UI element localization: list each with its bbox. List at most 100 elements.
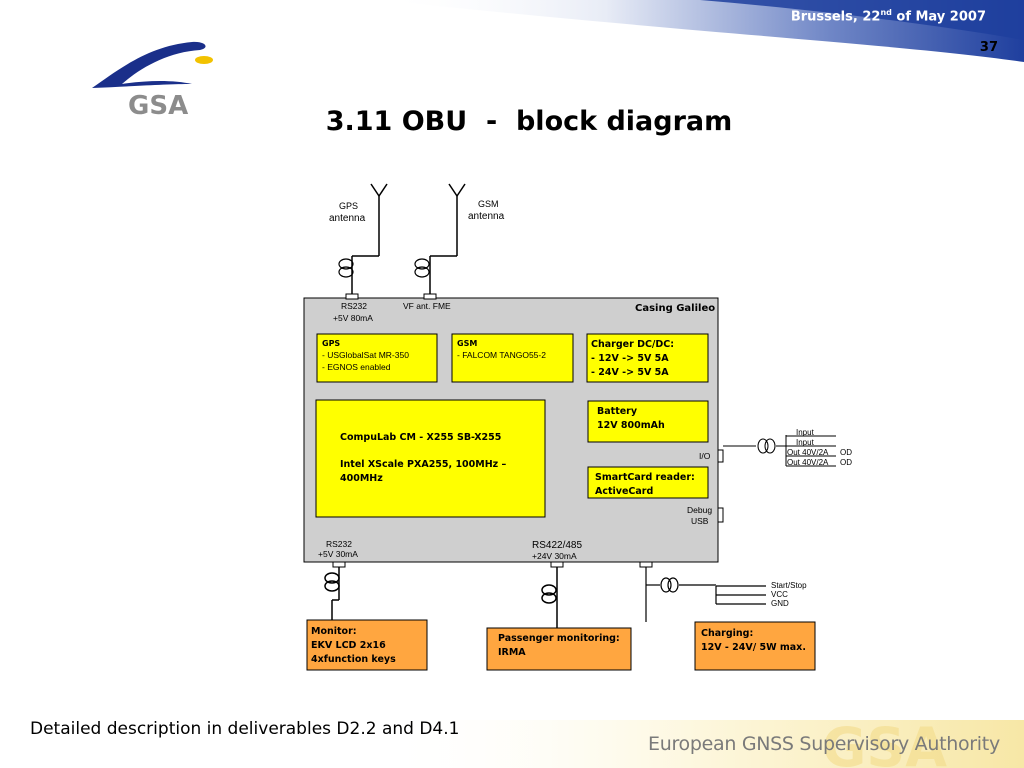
svg-text:Intel XScale PXA255, 100MHz –: Intel XScale PXA255, 100MHz – <box>340 459 507 470</box>
gps-ferrite-icon <box>338 258 354 278</box>
svg-text:CompuLab CM - X255 SB-X255: CompuLab CM - X255 SB-X255 <box>340 432 501 443</box>
power-connector-icon <box>639 561 653 568</box>
svg-text:GSM: GSM <box>457 339 477 348</box>
gps-box <box>316 333 438 383</box>
monitor-box-text: Monitor: EKV LCD 2x16 4xfunction keys <box>311 626 396 665</box>
svg-text:RS232: RS232 <box>341 301 367 311</box>
charging-wiring <box>645 567 766 622</box>
io-connector-icon <box>717 449 724 463</box>
svg-text:GSM: GSM <box>478 199 499 209</box>
svg-text:RS422/485: RS422/485 <box>532 540 582 551</box>
svg-text:Out 40V/2A: Out 40V/2A <box>787 448 829 457</box>
logo-dot-icon <box>195 56 213 64</box>
footer-organization: European GNSS Supervisory Authority <box>648 733 1000 755</box>
svg-text:GPS: GPS <box>322 339 340 348</box>
svg-text:SmartCard reader:: SmartCard reader: <box>595 472 695 483</box>
svg-text:Input: Input <box>796 438 815 447</box>
casing-title: Casing Galileo <box>635 303 715 314</box>
svg-text:RS232: RS232 <box>326 539 352 549</box>
cpu-box-text: CompuLab CM - X255 SB-X255 Intel XScale … <box>340 432 507 484</box>
svg-text:+5V 30mA: +5V 30mA <box>318 549 358 559</box>
cpu-box <box>315 399 546 518</box>
power-line-labels: Start/Stop VCC GND <box>771 581 807 608</box>
gsm-antenna-label: GSM antenna <box>468 199 505 222</box>
svg-text:OD: OD <box>840 458 852 467</box>
rs232-bottom-label: RS232 +5V 30mA <box>318 539 358 559</box>
gsm-ferrite-icon <box>414 258 430 278</box>
svg-text:VCC: VCC <box>771 590 788 599</box>
battery-box <box>587 400 709 443</box>
rs232-top-label: RS232 +5V 80mA <box>333 301 373 323</box>
gsm-box <box>451 333 574 383</box>
gps-antenna-label: GPS antenna <box>329 201 366 224</box>
passenger-box <box>486 627 632 671</box>
charging-box-text: Charging: 12V - 24V/ 5W max. <box>701 628 806 653</box>
gps-box-text: GPS - USGlobalSat MR-350 - EGNOS enabled <box>322 339 409 372</box>
io-line-labels: Input Input Out 40V/2A Out 40V/2A OD OD <box>787 428 852 467</box>
svg-text:400MHz: 400MHz <box>340 473 383 484</box>
monitor-box <box>306 619 428 671</box>
date-prefix: Brussels, 22 <box>790 9 881 25</box>
svg-text:EKV LCD 2x16: EKV LCD 2x16 <box>311 640 386 651</box>
svg-text:- FALCOM TANGO55-2: - FALCOM TANGO55-2 <box>457 350 546 360</box>
charging-box <box>694 621 816 671</box>
svg-text:Debug: Debug <box>687 505 712 515</box>
svg-text:Charging:: Charging: <box>701 628 753 639</box>
footer-band: GSA <box>380 716 1024 768</box>
footer-watermark-text: GSA <box>822 716 947 768</box>
svg-text:Start/Stop: Start/Stop <box>771 581 807 590</box>
gps-connector-icon <box>345 293 359 300</box>
header-date: Brussels, 22nd of May 2007 <box>791 8 986 24</box>
vf-antenna-label: VF ant. FME <box>403 301 451 311</box>
usb-connector-icon <box>717 507 724 523</box>
svg-text:- USGlobalSat MR-350: - USGlobalSat MR-350 <box>322 350 409 360</box>
date-superscript: nd <box>880 8 892 17</box>
svg-text:USB: USB <box>691 516 709 526</box>
debug-usb-label: Debug USB <box>687 505 712 526</box>
rs422-connector-icon <box>550 561 564 568</box>
svg-text:Out 40V/2A: Out 40V/2A <box>787 458 829 467</box>
gsm-box-text: GSM - FALCOM TANGO55-2 <box>457 339 546 360</box>
svg-text:Monitor:: Monitor: <box>311 626 357 637</box>
gsm-antenna <box>429 183 466 296</box>
svg-text:GND: GND <box>771 599 789 608</box>
gps-antenna <box>351 183 388 296</box>
logo-text: GSA <box>128 91 188 120</box>
gsm-connector-icon <box>423 293 437 300</box>
footer-description: Detailed description in deliverables D2.… <box>30 719 460 739</box>
passenger-wiring <box>541 567 558 628</box>
svg-text:antenna: antenna <box>329 213 366 224</box>
svg-text:Input: Input <box>796 428 815 437</box>
header-swoosh <box>380 0 1024 62</box>
smartcard-box-text: SmartCard reader: ActiveCard <box>595 472 695 497</box>
io-label: I/O <box>699 451 711 461</box>
svg-text:- 24V -> 5V 5A: - 24V -> 5V 5A <box>591 367 669 378</box>
svg-text:IRMA: IRMA <box>498 647 526 658</box>
battery-box-text: Battery 12V 800mAh <box>597 406 665 431</box>
date-suffix: of May 2007 <box>891 9 986 25</box>
page-number: 37 <box>979 40 998 55</box>
svg-text:+24V 30mA: +24V 30mA <box>532 551 577 561</box>
passenger-box-text: Passenger monitoring: IRMA <box>498 633 620 658</box>
gsa-logo: GSA <box>92 41 213 120</box>
svg-text:antenna: antenna <box>468 211 505 222</box>
slide-title: 3.11 OBU - block diagram <box>325 106 733 137</box>
svg-text:OD: OD <box>840 448 852 457</box>
io-wiring <box>723 435 836 467</box>
charger-box-text: Charger DC/DC: - 12V -> 5V 5A - 24V -> 5… <box>591 339 674 378</box>
svg-text:Battery: Battery <box>597 406 638 417</box>
monitor-wiring <box>324 567 340 620</box>
svg-text:4xfunction keys: 4xfunction keys <box>311 654 396 665</box>
svg-text:Charger DC/DC:: Charger DC/DC: <box>591 339 674 350</box>
svg-text:12V - 24V/ 5W max.: 12V - 24V/ 5W max. <box>701 642 806 653</box>
svg-text:Passenger monitoring:: Passenger monitoring: <box>498 633 620 644</box>
rs422-label: RS422/485 +24V 30mA <box>532 540 582 561</box>
svg-text:ActiveCard: ActiveCard <box>595 486 653 497</box>
svg-text:12V 800mAh: 12V 800mAh <box>597 420 665 431</box>
svg-text:- EGNOS enabled: - EGNOS enabled <box>322 362 391 372</box>
monitor-connector-icon <box>332 561 346 568</box>
svg-text:- 12V -> 5V 5A: - 12V -> 5V 5A <box>591 353 669 364</box>
svg-text:+5V 80mA: +5V 80mA <box>333 313 373 323</box>
charger-box <box>586 333 709 383</box>
